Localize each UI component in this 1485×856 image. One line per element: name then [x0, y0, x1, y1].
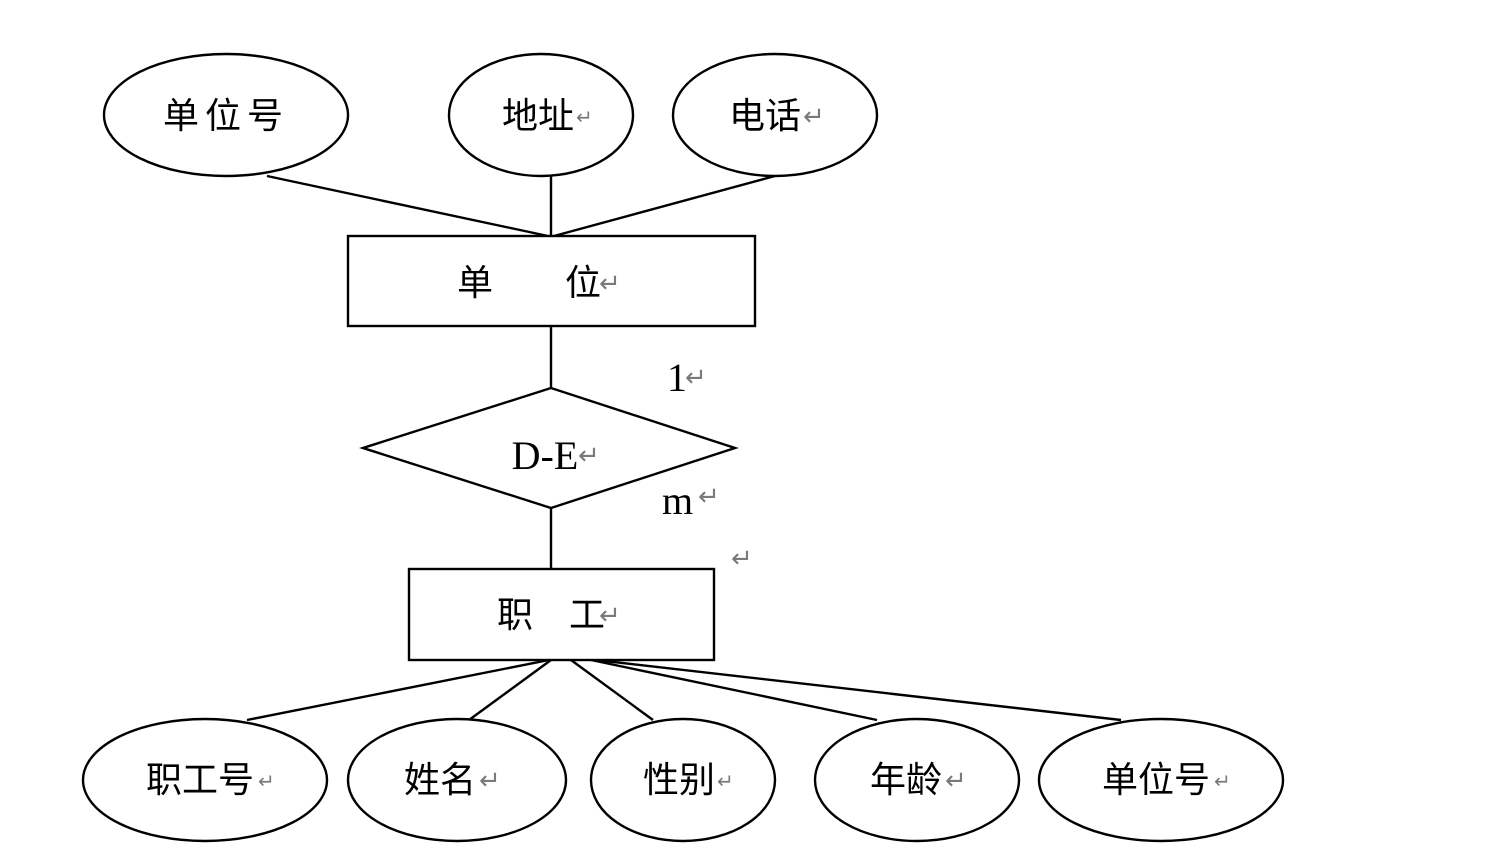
paragraph-mark-icon: ↵ [258, 769, 275, 793]
connector-employee-id [246, 658, 550, 722]
attribute-name: 姓名 ↵ [346, 717, 568, 843]
attribute-employee-unit-id-label: 单位号 [1102, 760, 1210, 801]
connector-name [468, 659, 552, 721]
paragraph-mark-icon: ↵ [599, 601, 621, 631]
attribute-address: 地址 ↵ [447, 52, 635, 178]
attribute-gender: 性别 ↵ [589, 717, 777, 843]
attribute-age-label: 年龄 [870, 760, 942, 801]
paragraph-mark-icon: ↵ [945, 766, 967, 796]
entity-unit: 单 位 ↵ [346, 234, 757, 328]
paragraph-mark-icon: ↵ [479, 766, 501, 796]
entity-employee-label: 职 工 [497, 595, 605, 636]
paragraph-mark-icon: ↵ [731, 544, 753, 574]
connector-age [590, 658, 878, 722]
attribute-employee-id-label: 职工号 [146, 760, 254, 801]
relationship-d-e: D-E ↵ [359, 386, 739, 510]
connector-employee-unit-id [595, 658, 1122, 722]
paragraph-mark-icon: ↵ [803, 102, 825, 132]
attribute-gender-label: 性别 [643, 760, 715, 801]
paragraph-mark-icon: ↵ [698, 482, 720, 512]
connector-gender [570, 659, 654, 721]
cardinality-many: m [662, 478, 693, 523]
attribute-employee-unit-id: 单位号 ↵ [1037, 717, 1285, 843]
entity-employee: 职 工 ↵ [407, 567, 716, 662]
paragraph-mark-icon: ↵ [717, 769, 734, 793]
attribute-phone: 电话 ↵ [671, 52, 879, 178]
paragraph-mark-icon: ↵ [578, 441, 600, 471]
attribute-unit-id-label: 单位号 [163, 96, 289, 137]
entity-unit-label: 单 位 [457, 263, 601, 304]
attribute-unit-id: 单位号 [102, 52, 350, 178]
connector-unit-id [266, 174, 549, 238]
attribute-address-label: 地址 [502, 96, 574, 137]
attribute-phone-label: 电话 [729, 96, 801, 137]
attribute-name-label: 姓名 [404, 760, 476, 801]
paragraph-mark-icon: ↵ [599, 269, 621, 299]
attribute-age: 年龄 ↵ [813, 717, 1021, 843]
relationship-label: D-E [512, 433, 579, 478]
connector-phone [553, 174, 776, 238]
paragraph-mark-icon: ↵ [685, 363, 707, 393]
cardinality-one: 1 [667, 355, 687, 400]
paragraph-mark-icon: ↵ [1214, 769, 1231, 793]
paragraph-mark-icon: ↵ [576, 105, 593, 129]
attribute-employee-id: 职工号 ↵ [81, 717, 329, 843]
